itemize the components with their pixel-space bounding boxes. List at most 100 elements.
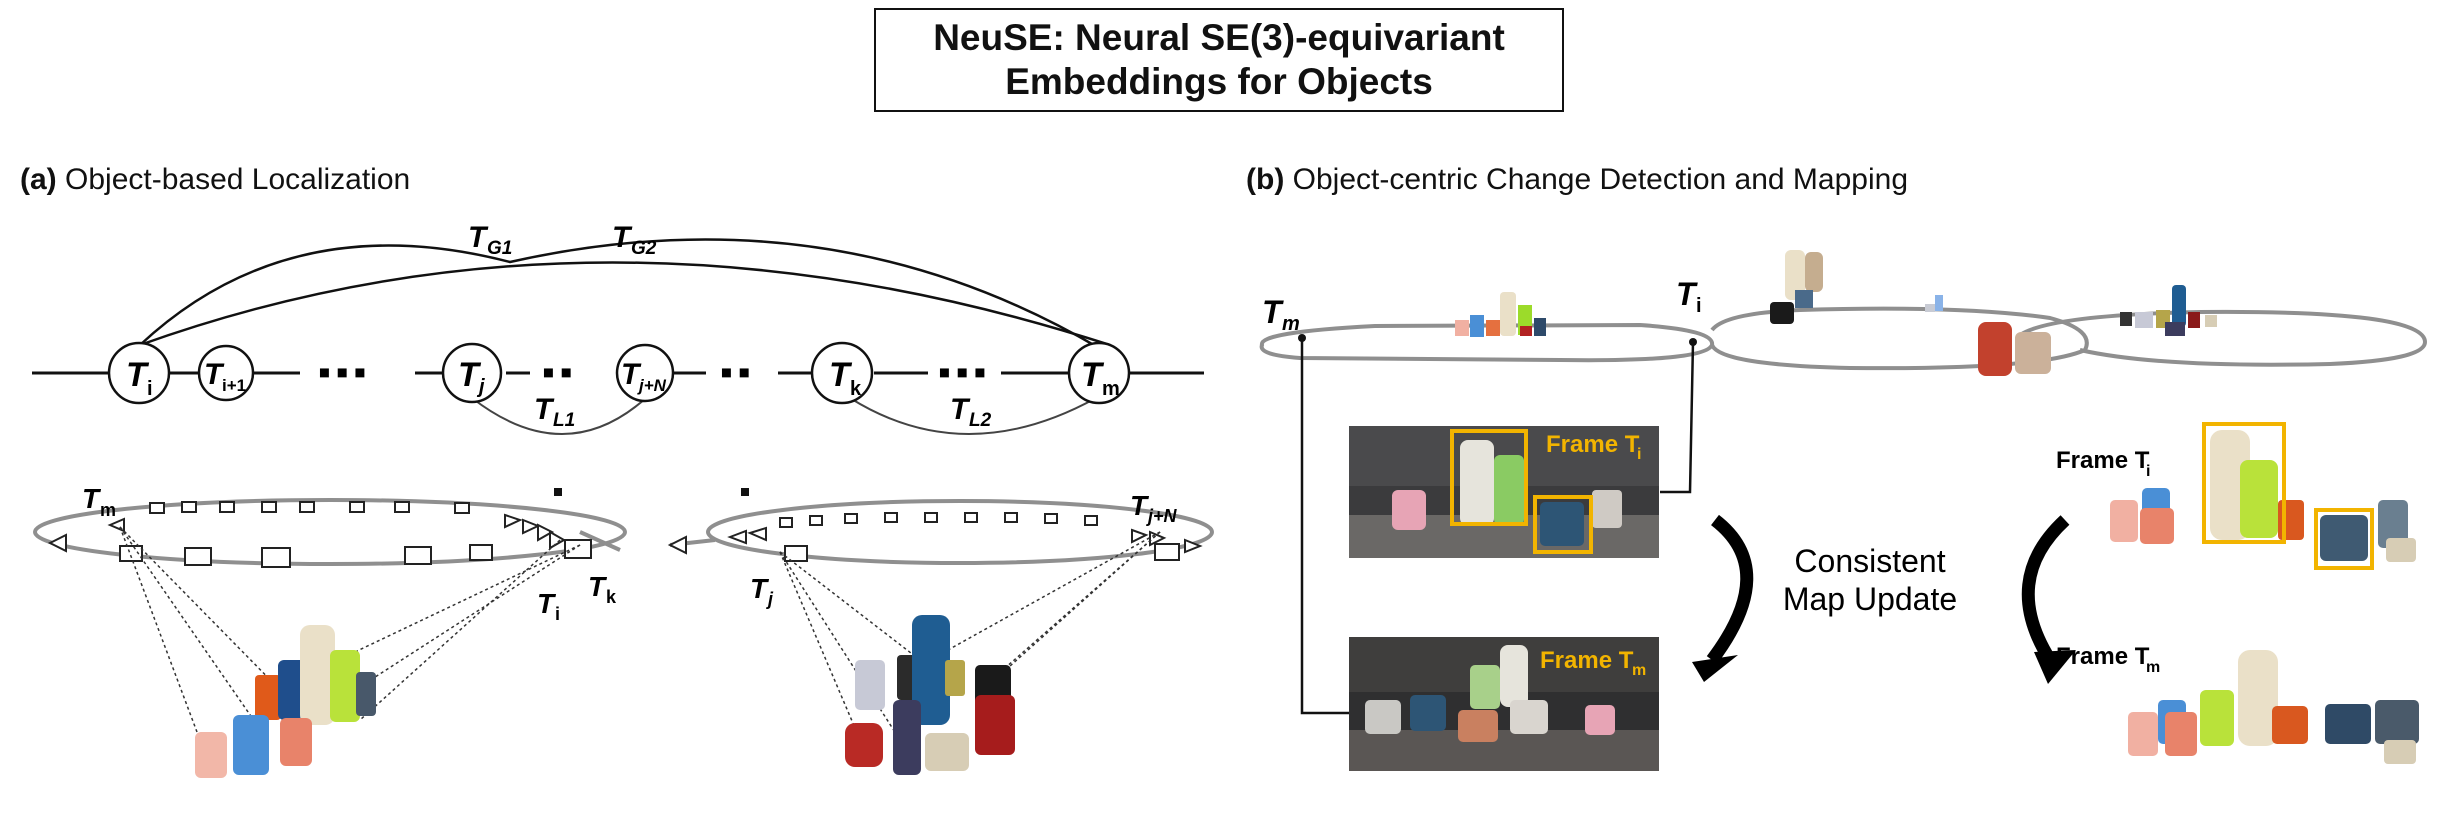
label-right-tjn-sub: j+N [1146, 506, 1178, 526]
label-map-ti-main: T [1676, 276, 1698, 312]
label-left-tm-main: T [82, 483, 102, 514]
label-left-tk-sub: k [606, 587, 617, 607]
node-tj-sub: j [476, 376, 485, 398]
edge-tl2 [849, 397, 1097, 435]
association-lines-left [119, 526, 581, 741]
node-ti1-main: T [204, 358, 225, 391]
trajectory-left-labels: T m T i T k [82, 483, 617, 624]
state-ti-label-sub: i [2146, 463, 2150, 480]
node-tk-sub: k [850, 378, 862, 400]
node-tj: T j [441, 342, 503, 404]
label-tg2-sub: G2 [631, 238, 657, 259]
label-tg1-sub: G1 [487, 238, 512, 259]
object-cloud-right [845, 615, 1015, 775]
trajectory-left: T m T i T k [33, 483, 627, 778]
node-tjn-main: T [621, 358, 642, 391]
trajectory-right-labels: T j T j+N [750, 490, 1178, 609]
link-tm-frame [1300, 338, 1355, 715]
box-state-bottles [2202, 422, 2286, 544]
frame-ti-label-sub: i [1637, 446, 1641, 463]
label-tg2: T G2 [612, 221, 657, 259]
node-tm: T m [1067, 341, 1131, 405]
label-tl1: T L1 [534, 393, 575, 431]
node-ti1-sub: i+1 [222, 376, 246, 395]
label-tl1-sub: L1 [553, 410, 575, 431]
title-line-1: NeuSE: Neural SE(3)-equivariant [933, 17, 1505, 58]
ellipsis-dot-2 [741, 488, 749, 496]
update-arrow-right-head [2034, 650, 2076, 684]
node-ti: T i [107, 341, 171, 405]
panel-a-tag: (a) [20, 163, 57, 196]
association-lines-right [779, 531, 1161, 741]
label-right-tj-sub: j [766, 589, 774, 609]
state-ti-label-main: Frame T [2056, 447, 2150, 474]
panel-a-label: (a) Object-based Localization [20, 163, 410, 197]
label-tl1-main: T [534, 393, 555, 426]
camera-frustums-left [47, 501, 592, 568]
panel-b-caption: Object-centric Change Detection and Mapp… [1292, 163, 1909, 196]
frame-tm-label-sub: m [1632, 662, 1646, 679]
label-left-tm-sub: m [100, 500, 116, 520]
label-tl2-sub: L2 [969, 410, 992, 431]
label-map-ti-sub: i [1696, 295, 1702, 317]
frame-tm-image: Frame T m [1349, 637, 1659, 771]
frame-ti-image: Frame T i [1349, 426, 1659, 558]
label-left-ti-main: T [537, 588, 557, 619]
ellipsis-3: ▪▪ [720, 351, 756, 392]
label-map-tm-main: T [1262, 294, 1284, 330]
box-state-mug [2314, 508, 2374, 570]
node-tk-main: T [829, 356, 853, 394]
state-tm-label-sub: m [2146, 659, 2160, 676]
edge-tl1 [471, 397, 647, 435]
state-tm-label-main: Frame T [2056, 643, 2150, 670]
map-objects [1455, 250, 2217, 376]
node-tj-main: T [458, 356, 482, 394]
frame-ti-label-main: Frame T [1546, 431, 1640, 458]
update-arrow-left [1706, 514, 1754, 664]
consistent-update-text: Consistent Map Update [1783, 543, 1957, 617]
edge-tg2 [139, 238, 1100, 350]
ellipsis-1: ▪▪▪ [318, 351, 371, 392]
node-tjn: T j+N [615, 343, 675, 403]
ellipsis-4: ▪▪▪ [938, 351, 991, 392]
ellipsis-2: ▪▪ [542, 351, 578, 392]
label-tg2-main: T [612, 221, 633, 254]
node-tjn-sub: j+N [637, 376, 667, 395]
node-ti-sub: i [147, 378, 153, 400]
frame-tm-label-main: Frame T [1540, 647, 1634, 674]
update-line-2: Map Update [1783, 581, 1957, 617]
node-ti-main: T [126, 356, 150, 394]
label-tg1: T G1 [468, 221, 512, 259]
node-ti1: T i+1 [197, 344, 255, 402]
figure-title: NeuSE: Neural SE(3)-equivariant Embeddin… [874, 8, 1564, 112]
update-arrow-left-head [1692, 655, 1738, 682]
label-tl2-main: T [950, 393, 971, 426]
trajectory-right: T j T j+N [667, 488, 1214, 775]
camera-frustums-right [667, 512, 1203, 562]
pose-graph: T i T i+1 ▪▪▪ T j ▪▪ T j+N ▪▪ [32, 221, 1204, 435]
box-bottles [1450, 429, 1528, 526]
panel-a-caption: Object-based Localization [65, 163, 411, 196]
map-labels: T m T i [1262, 276, 1702, 335]
link-ti-frame [1660, 341, 1695, 494]
update-line-1: Consistent [1794, 543, 1945, 579]
trajectory-map: T m T i [1259, 250, 2428, 715]
edge-tg1 [139, 261, 1111, 347]
label-right-tj-main: T [750, 573, 770, 604]
node-tm-main: T [1081, 356, 1105, 394]
object-state-tm: Frame T m [2056, 643, 2419, 764]
label-tl2: T L2 [950, 393, 992, 431]
title-line-2: Embeddings for Objects [1005, 61, 1433, 102]
label-map-tm-sub: m [1282, 313, 1300, 335]
object-cloud-left [195, 625, 376, 778]
box-mug [1533, 495, 1593, 554]
label-left-tk-main: T [588, 571, 608, 602]
ellipsis-dot [554, 488, 562, 496]
label-left-ti-sub: i [555, 604, 560, 624]
label-right-tjn-main: T [1130, 490, 1150, 521]
update-arrow-right [2021, 515, 2070, 664]
node-tm-sub: m [1102, 378, 1120, 400]
object-state-ti: Frame T i [2056, 422, 2416, 570]
node-tk: T k [810, 341, 874, 405]
